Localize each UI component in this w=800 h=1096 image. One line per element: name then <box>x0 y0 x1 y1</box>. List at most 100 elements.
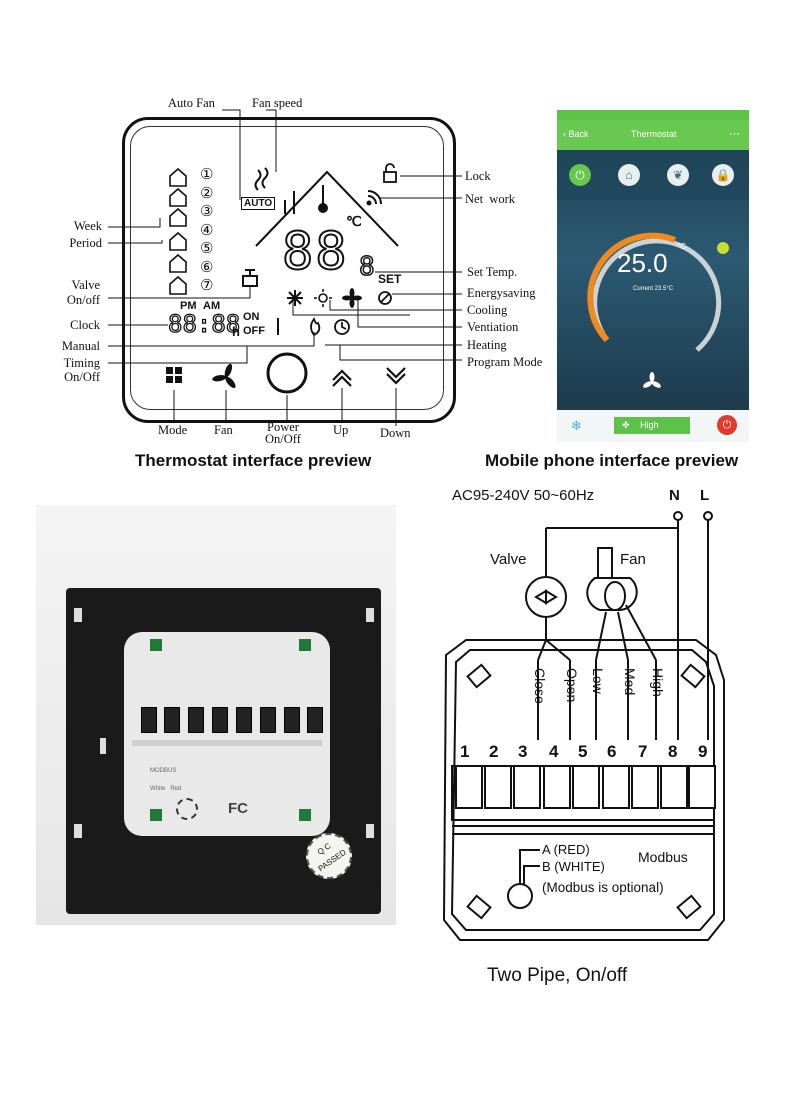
fan-mode-button[interactable]: ✤ High <box>614 417 690 434</box>
back-terminal <box>284 707 300 733</box>
corner-mark <box>299 809 311 821</box>
label-valve-onoff: On/off <box>66 293 100 307</box>
label-down: Down <box>380 426 411 440</box>
label-set-temp: Set Temp. <box>467 265 518 279</box>
back-terminal <box>236 707 252 733</box>
phone-dial <box>587 232 729 388</box>
lcd-pm: PM <box>180 300 197 312</box>
lcd-set: SET <box>378 272 402 286</box>
fcc-mark: FC <box>228 800 248 817</box>
phone-title: Thermostat <box>631 129 677 139</box>
period-1: ① <box>200 166 214 183</box>
back-cover <box>124 632 330 836</box>
phone-temperature: 25.0 <box>617 248 668 278</box>
terminal-shelf <box>132 740 322 746</box>
lock-icon[interactable]: 🔒 <box>712 164 734 186</box>
wire-high: High <box>650 668 666 697</box>
label-energysaving: Energysaving <box>467 286 536 300</box>
leader-lines <box>108 109 462 426</box>
period-7: ⑦ <box>200 277 214 294</box>
terminal-screw-4 <box>543 765 571 809</box>
period-3: ③ <box>200 203 214 220</box>
terminal-screw-7 <box>631 765 659 809</box>
terminal-screw-3 <box>513 765 541 809</box>
modbus-label: Modbus <box>638 849 688 865</box>
lcd-hour-unit: h <box>232 324 240 339</box>
snowflake-icon[interactable]: ❄ <box>571 418 582 433</box>
more-icon[interactable]: ⋯ <box>729 128 740 140</box>
lcd-decimal-digit: 8 <box>358 251 375 283</box>
lcd-on: ON <box>243 311 260 323</box>
fan-mode-label: High <box>640 420 659 430</box>
label-valve: Valve <box>71 278 100 292</box>
silk-wire-colors: White Red <box>150 786 182 792</box>
lcd-main-digits: 88 <box>281 221 349 283</box>
dial-handle <box>717 242 729 254</box>
corner-mark <box>150 809 162 821</box>
fan-label: Fan <box>620 551 646 568</box>
wire-med: Med <box>622 668 638 696</box>
lcd-auto-indicator: AUTO <box>241 197 276 210</box>
label-period: Period <box>69 236 102 250</box>
label-clock: Clock <box>70 318 100 332</box>
terminal-screw-1 <box>455 765 483 809</box>
label-week: Week <box>73 219 102 233</box>
terminal-label-5: 5 <box>578 742 588 761</box>
label-cooling: Cooling <box>467 303 508 317</box>
thermostat-caption: Thermostat interface preview <box>135 451 372 470</box>
back-terminal <box>141 707 157 733</box>
home-icon[interactable]: ⌂ <box>618 164 640 186</box>
phone-back-button[interactable]: ‹ Back <box>563 129 589 139</box>
terminal-screw-6 <box>602 765 630 809</box>
phone-current-temp: Current 23.5°C <box>633 286 674 292</box>
terminal-label-3: 3 <box>518 742 528 761</box>
modbus-b-label: B (WHITE) <box>542 859 605 874</box>
back-terminal <box>212 707 228 733</box>
terminal-screw-9 <box>688 765 716 809</box>
period-5: ⑤ <box>200 240 214 257</box>
label-program-mode: Program Mode <box>467 355 543 369</box>
lcd-clock-digits: 88:88 <box>167 309 241 338</box>
silk-modbus: MODBUS <box>150 768 177 774</box>
power-icon[interactable]: ⏻ <box>717 415 737 435</box>
corner-mark <box>150 639 162 651</box>
wire-low: Low <box>590 668 606 694</box>
valve-label: Valve <box>490 551 527 568</box>
phone-nav-bar: ‹ Back Thermostat ⋯ <box>557 120 749 150</box>
back-terminal <box>188 707 204 733</box>
label-power-onoff: On/Off <box>265 432 301 446</box>
label-heating: Heating <box>467 338 507 352</box>
terminal-label-7: 7 <box>638 742 648 761</box>
terminal-label-6: 6 <box>607 742 617 761</box>
phone-status-bar <box>557 110 749 120</box>
power-mode-icon[interactable]: ⏻ <box>569 164 591 186</box>
lcd-off: OFF <box>243 325 265 337</box>
label-mode: Mode <box>158 423 188 437</box>
label-manual: Manual <box>61 339 100 353</box>
label-fan-speed: Fan speed <box>252 96 303 110</box>
back-terminal <box>307 707 323 733</box>
power-button-graphic <box>266 352 308 394</box>
terminal-screw-5 <box>572 765 600 809</box>
label-timing: Timing <box>63 356 100 370</box>
back-terminal <box>260 707 276 733</box>
wiring-caption: Two Pipe, On/off <box>487 965 628 986</box>
period-6: ⑥ <box>200 258 214 276</box>
plate-slots <box>74 608 374 838</box>
label-ventiation: Ventiation <box>467 320 519 334</box>
leaf-icon[interactable]: ❦ <box>667 164 689 186</box>
lcd-am: AM <box>203 300 221 312</box>
thermostat-frame <box>122 117 456 423</box>
corner-mark <box>299 639 311 651</box>
phone-bottom-bar: ❄ ✤ High ⏻ <box>557 410 749 442</box>
lcd-celsius: ℃ <box>346 213 362 229</box>
terminal-label-8: 8 <box>668 742 678 761</box>
terminal-label-1: 1 <box>460 742 470 761</box>
phone-back-label: Back <box>568 129 589 139</box>
lcd-period-list: ① ② ③ ④ ⑤ ⑥ ⑦ <box>200 166 213 296</box>
label-power: Power <box>267 420 299 434</box>
terminal-screw-8 <box>660 765 688 809</box>
phone-screenshot: ‹ Back Thermostat ⋯ ⏻ ⌂ ❦ 🔒 25.0 °C Curr… <box>557 110 749 442</box>
label-fan: Fan <box>214 423 233 437</box>
terminal-label-4: 4 <box>549 742 559 761</box>
